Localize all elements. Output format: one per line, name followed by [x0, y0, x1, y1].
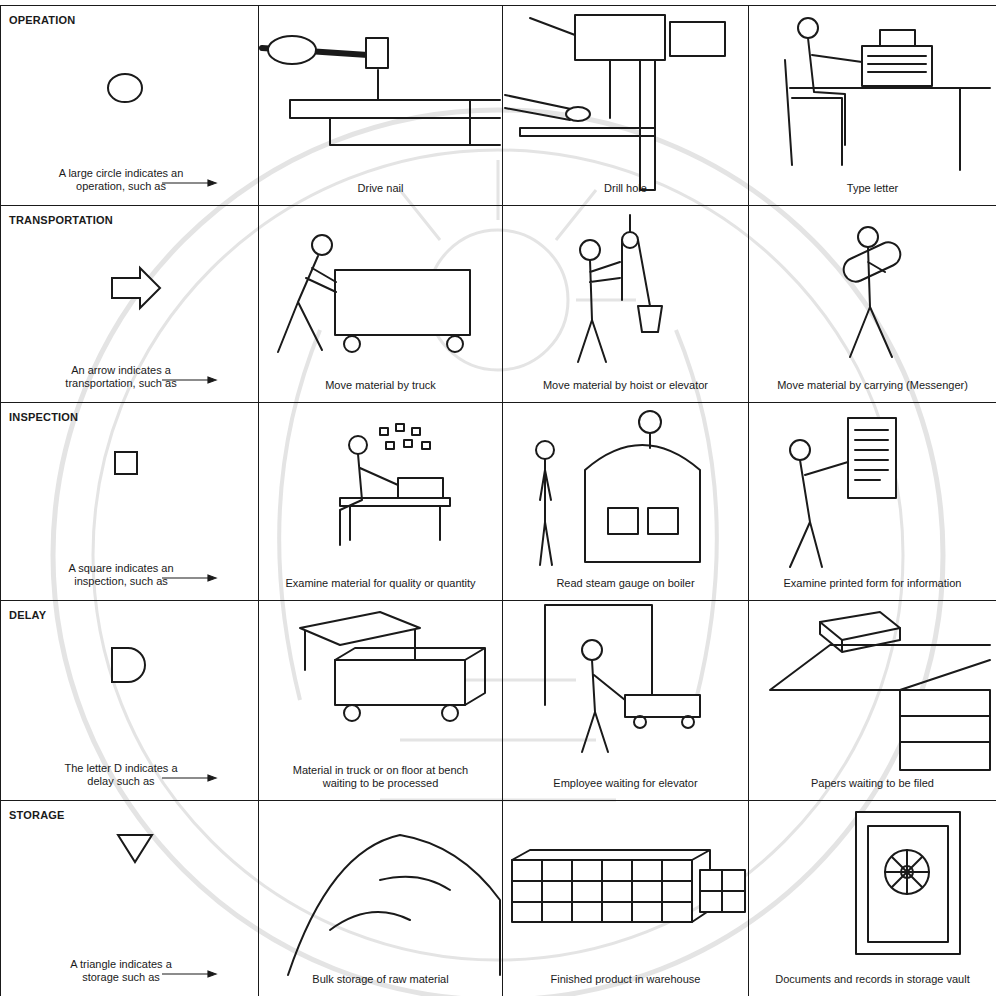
symbol-description: A triangle indicates a storage such as — [51, 958, 191, 984]
line-art — [262, 15, 990, 975]
example-caption: Examine material for quality or quantity — [279, 577, 482, 590]
example-caption: Employee waiting for elevator — [523, 777, 728, 790]
example-cell: Material in truck or on floor at bench w… — [258, 600, 503, 801]
symbol-name: INSPECTION — [9, 411, 78, 423]
example-cell: Drill hole — [502, 5, 749, 206]
example-caption: Documents and records in storage vault — [769, 973, 976, 986]
example-caption: Drill hole — [523, 182, 728, 195]
example-caption: Move material by hoist or elevator — [523, 379, 728, 392]
example-cell: Move material by hoist or elevator — [502, 205, 749, 403]
symbol-name: OPERATION — [9, 14, 75, 26]
example-cell: Drive nail — [258, 5, 503, 206]
symbol-description: A square indicates an inspection, such a… — [51, 562, 191, 588]
symbol-cell: DELAY The letter D indicates a delay such… — [0, 600, 259, 801]
example-caption: Read steam gauge on boiler — [523, 577, 728, 590]
symbol-description: A large circle indicates an operation, s… — [51, 167, 191, 193]
example-caption: Type letter — [769, 182, 976, 195]
symbol-cell: STORAGE A triangle indicates a storage su… — [0, 800, 259, 996]
example-caption: Move material by carrying (Messenger) — [769, 379, 976, 392]
example-caption: Bulk storage of raw material — [279, 973, 482, 986]
symbol-cell: OPERATION A large circle indicates an ope… — [0, 5, 259, 206]
symbol-name: STORAGE — [9, 809, 65, 821]
example-cell: Documents and records in storage vault — [748, 800, 996, 996]
symbol-description: The letter D indicates a delay such as — [51, 762, 191, 788]
example-caption: Examine printed form for information — [769, 577, 976, 590]
example-cell: Employee waiting for elevator — [502, 600, 749, 801]
process-symbols — [108, 74, 160, 862]
symbol-cell: TRANSPORTATION An arrow indicates a trans… — [0, 205, 259, 403]
symbol-name: DELAY — [9, 609, 46, 621]
watermark-seal — [53, 110, 943, 996]
symbol-cell: INSPECTION A square indicates an inspecti… — [0, 402, 259, 601]
example-caption: Papers waiting to be filed — [769, 777, 976, 790]
example-cell: Bulk storage of raw material — [258, 800, 503, 996]
example-cell: Papers waiting to be filed — [748, 600, 996, 801]
symbol-description: An arrow indicates a transportation, suc… — [51, 364, 191, 390]
example-cell: Type letter — [748, 5, 996, 206]
example-cell: Examine printed form for information — [748, 402, 996, 601]
example-cell: Finished product in warehouse — [502, 800, 749, 996]
example-cell: Read steam gauge on boiler — [502, 402, 749, 601]
example-cell: Examine material for quality or quantity — [258, 402, 503, 601]
example-caption: Material in truck or on floor at bench w… — [279, 764, 482, 790]
example-caption: Finished product in warehouse — [523, 973, 728, 986]
such-as-arrows — [162, 180, 216, 977]
example-cell: Move material by truck — [258, 205, 503, 403]
symbol-name: TRANSPORTATION — [9, 214, 113, 226]
example-cell: Move material by carrying (Messenger) — [748, 205, 996, 403]
example-caption: Move material by truck — [279, 379, 482, 392]
example-caption: Drive nail — [279, 182, 482, 195]
